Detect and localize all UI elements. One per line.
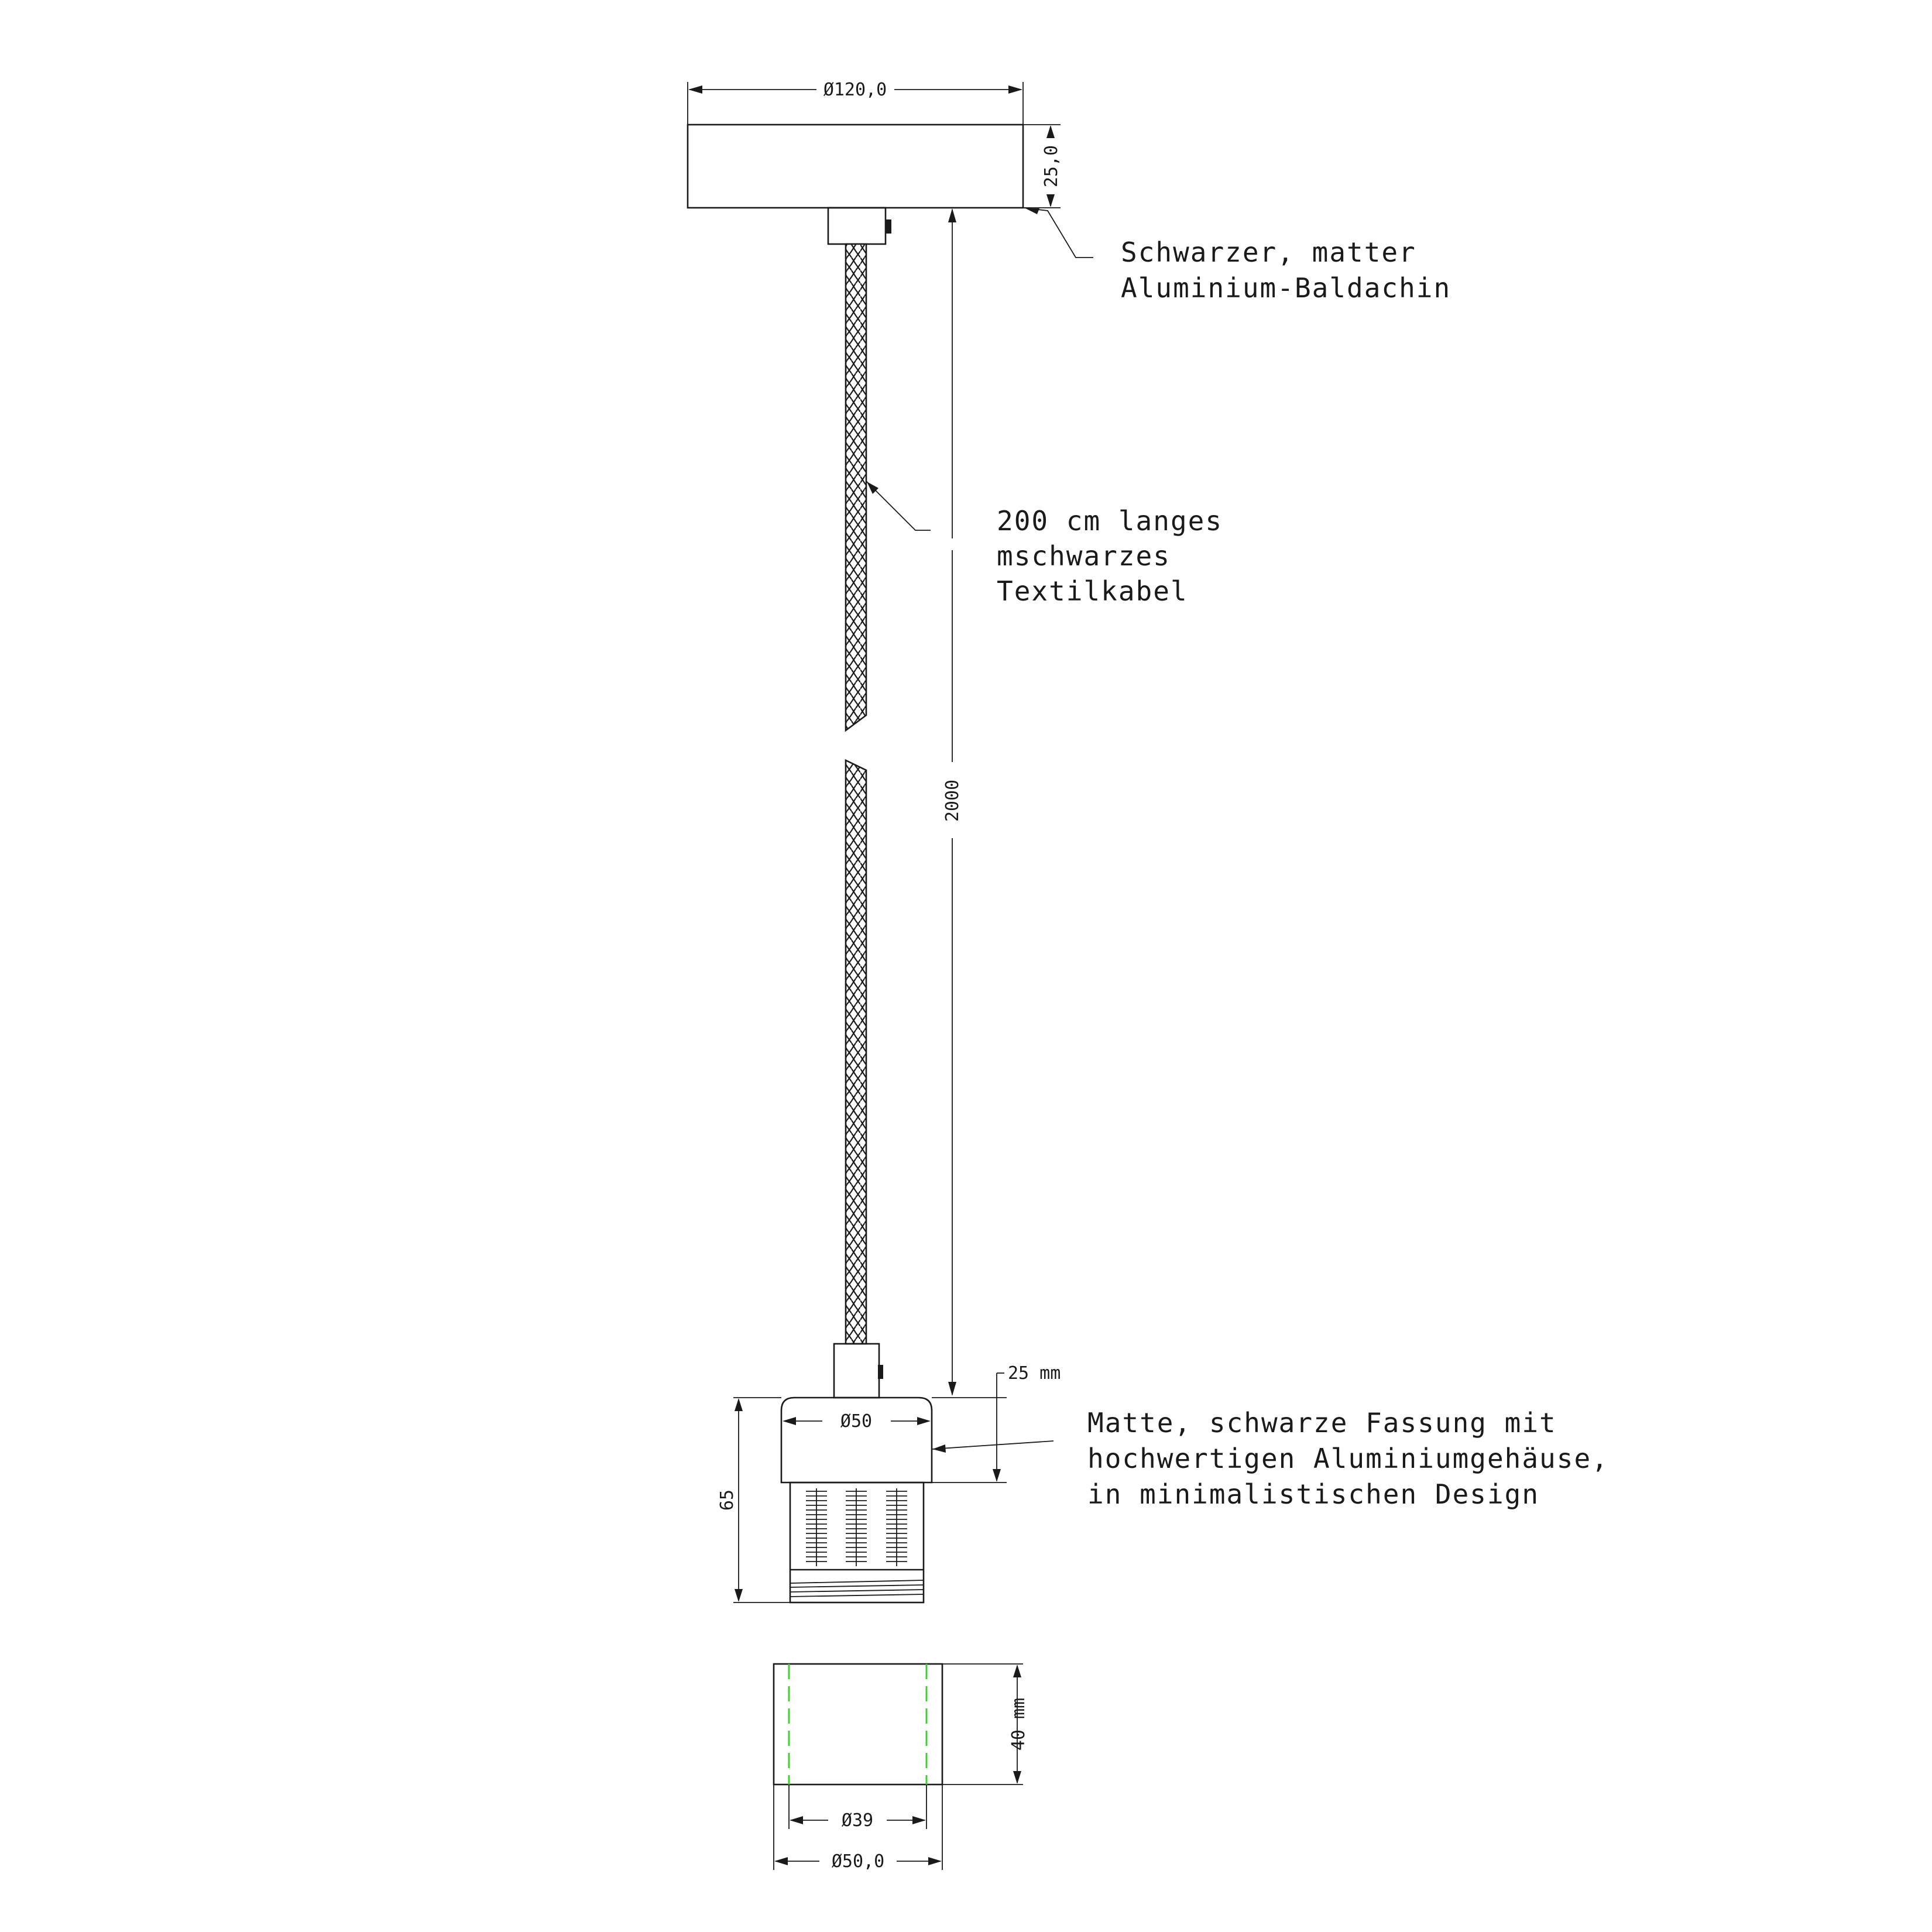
holder-diameter-label: Ø50 (840, 1411, 872, 1432)
canopy-callout: Schwarzer, matter Aluminium-Baldachin (1022, 207, 1451, 304)
textile-cable (845, 243, 867, 1345)
shade-height-dimension: 40 mm (942, 1663, 1029, 1785)
canopy-height-dimension: 25,0 (1023, 124, 1062, 208)
cable-length-dimension: 2000 (942, 208, 963, 1396)
cable-callout: 200 cm langes mschwarzes Textilkabel (866, 481, 1223, 607)
canopy-body (687, 123, 1024, 209)
holder-cup (780, 1396, 933, 1484)
shade-height-label: 40 mm (1008, 1698, 1029, 1751)
shade-ring-body (773, 1663, 943, 1786)
cable-length-label: 2000 (942, 780, 963, 822)
holder-cable-grip (833, 1343, 880, 1399)
holder-thread (789, 1481, 925, 1604)
holder-callout-line3: in minimalistischen Design (1087, 1478, 1539, 1510)
canopy-diameter-dimension: Ø120,0 (687, 80, 1024, 125)
shade-inner-diameter-label: Ø39 (842, 1810, 873, 1831)
holder-grip-screw (878, 1365, 883, 1379)
cable-callout-line1: 200 cm langes (997, 505, 1223, 537)
holder-diameter-dimension: Ø50 (783, 1411, 931, 1432)
thread-ribs (806, 1488, 907, 1566)
holder-top-dimension: 25 mm (932, 1363, 1061, 1483)
cable-callout-line3: Textilkabel (997, 575, 1188, 607)
shade-outer-diameter-dimension: Ø50,0 (773, 1785, 943, 1872)
canopy-diameter-label: Ø120,0 (823, 80, 887, 100)
canopy-callout-line2: Aluminium-Baldachin (1121, 272, 1451, 304)
cable-upper-segment (845, 243, 867, 732)
canopy (687, 123, 1024, 245)
canopy-height-label: 25,0 (1041, 145, 1062, 187)
shade-ring (773, 1663, 943, 1786)
holder-callout: Matte, schwarze Fassung mit hochwertigen… (931, 1407, 1609, 1510)
holder-top-label: 25 mm (1008, 1363, 1061, 1384)
holder-callout-line2: hochwertigen Aluminiumgehäuse, (1087, 1443, 1609, 1474)
canopy-cable-grip (827, 207, 887, 245)
holder-callout-line1: Matte, schwarze Fassung mit (1087, 1407, 1557, 1439)
cable-callout-line2: mschwarzes (997, 540, 1171, 572)
cable-lower-segment (845, 759, 867, 1345)
holder-height-label: 65 (717, 1490, 737, 1511)
canopy-callout-line1: Schwarzer, matter (1121, 236, 1416, 268)
lamp-holder (780, 1343, 933, 1604)
grip-screw (886, 219, 891, 234)
holder-height-dimension: 65 (717, 1397, 790, 1603)
shade-inner-diameter-dimension: Ø39 (788, 1785, 927, 1831)
shade-outer-diameter-label: Ø50,0 (832, 1851, 884, 1872)
